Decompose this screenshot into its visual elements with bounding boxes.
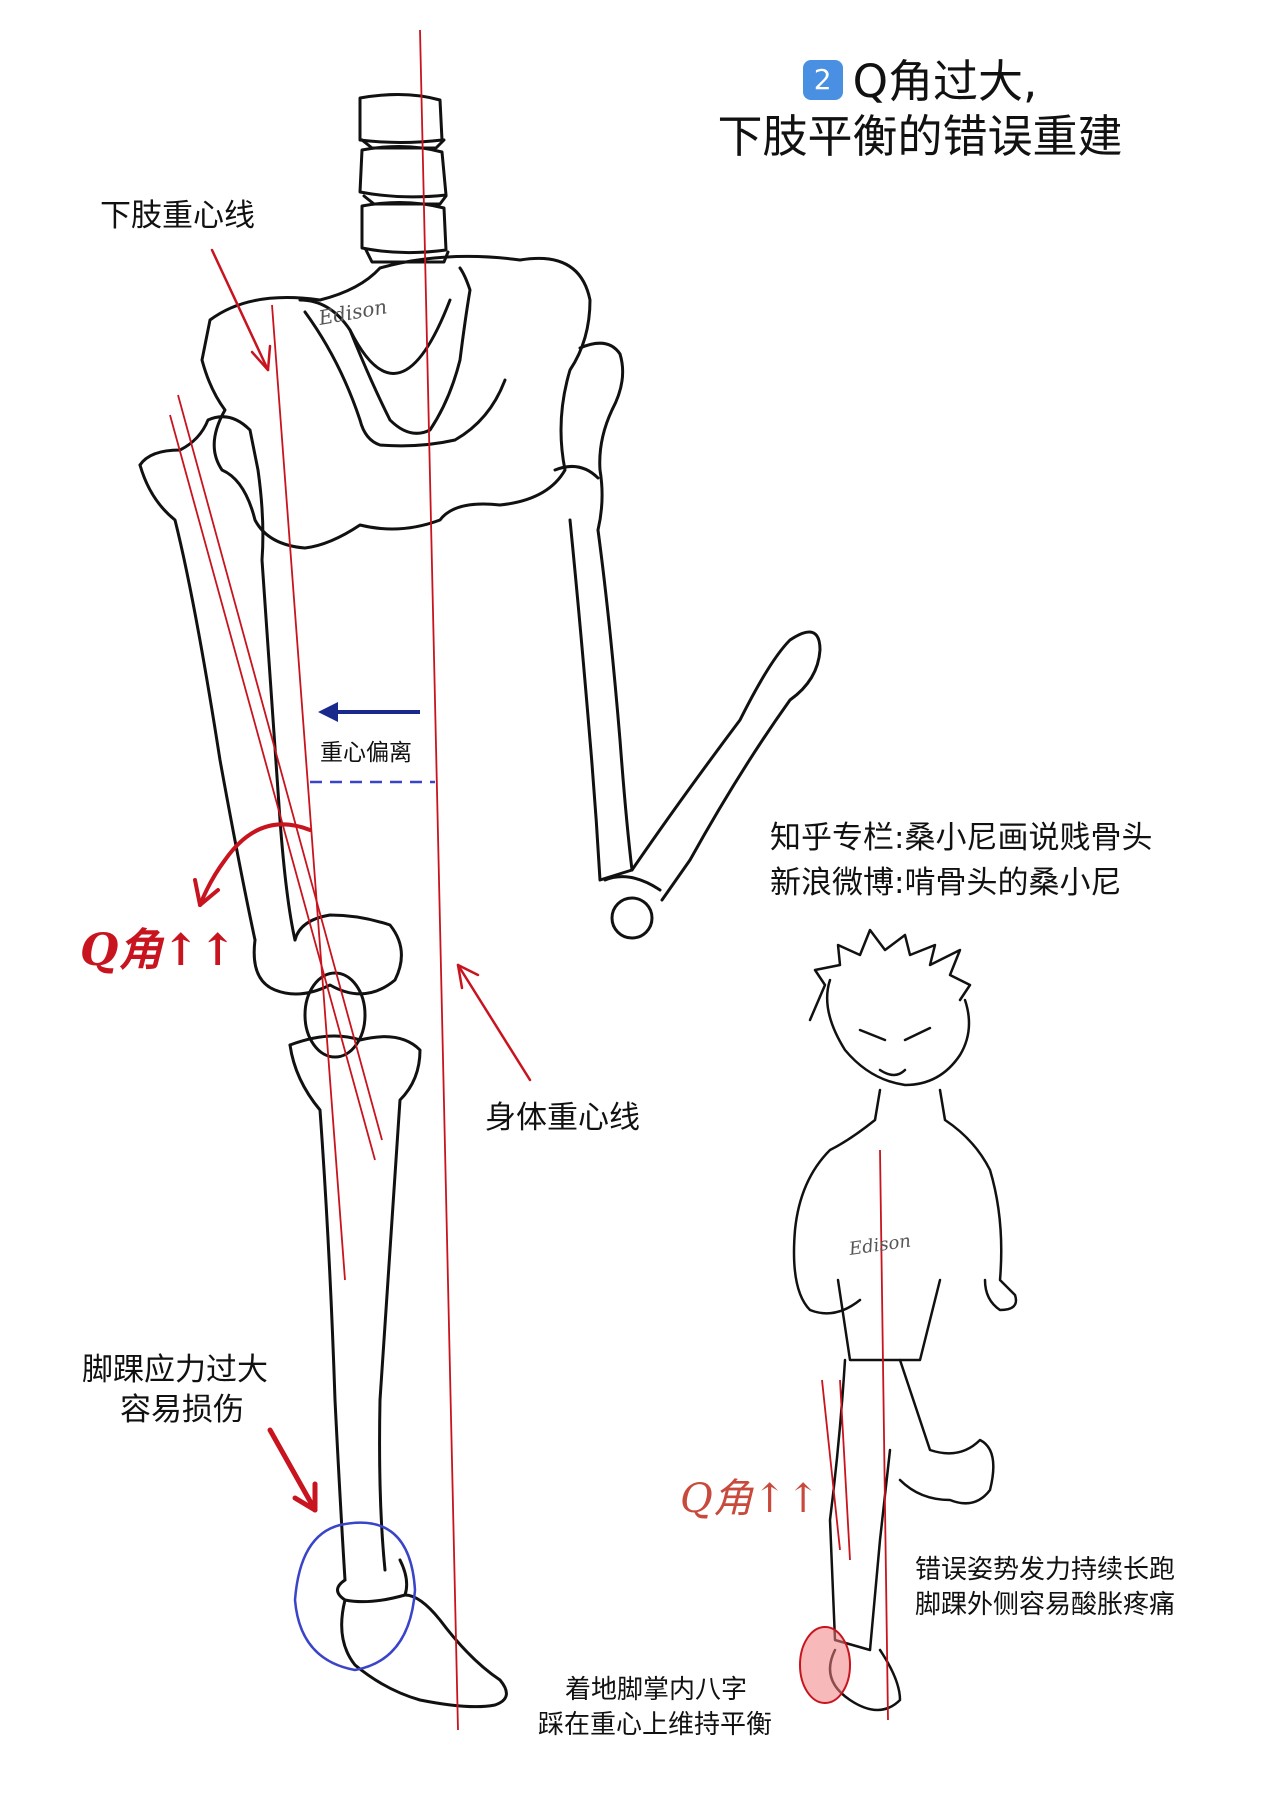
weibo-credit: 新浪微博:啃骨头的桑小尼 bbox=[770, 865, 1122, 901]
running-label-1: 错误姿势发力持续长跑 bbox=[915, 1555, 1176, 1585]
tibia bbox=[288, 1034, 422, 1604]
runner-gravity-line bbox=[879, 1149, 889, 1721]
femur-axis-line bbox=[169, 414, 376, 1161]
gravity-offset-arrow bbox=[310, 702, 435, 784]
runner-figure bbox=[792, 928, 1018, 1712]
q-angle-label: Q角↑↑ bbox=[80, 925, 237, 976]
shirt-signature: Edison bbox=[847, 1231, 912, 1261]
body-gravity-line bbox=[419, 29, 459, 1731]
spine-vertebrae bbox=[358, 92, 450, 264]
body-line-arrow bbox=[456, 963, 532, 1082]
title-line-2: 下肢平衡的错误重建 bbox=[717, 110, 1123, 163]
pelvis bbox=[200, 254, 592, 550]
foot bbox=[340, 1593, 508, 1709]
foot-label-1: 着地脚掌内八字 bbox=[565, 1675, 748, 1705]
runner-leg-line bbox=[821, 1379, 841, 1551]
running-label-2: 脚踝外侧容易酸胀疼痛 bbox=[915, 1590, 1176, 1620]
femur-axis-line-2 bbox=[177, 394, 383, 1141]
gravity-offset-label: 重心偏离 bbox=[320, 740, 412, 766]
gravity-line-arrow bbox=[210, 248, 270, 372]
ankle-arrow bbox=[267, 1427, 318, 1513]
zhihu-credit: 知乎专栏:桑小尼画说贱骨头 bbox=[770, 820, 1153, 856]
ankle-circle bbox=[293, 1521, 417, 1672]
lower-limb-gravity-line-label: 下肢重心线 bbox=[100, 198, 255, 234]
foot-label-2: 踩在重心上维持平衡 bbox=[538, 1710, 773, 1740]
body-gravity-line-label: 身体重心线 bbox=[485, 1100, 640, 1136]
runner-q-angle-label: Q角↑↑ bbox=[680, 1476, 820, 1522]
runner-ankle-highlight bbox=[799, 1626, 851, 1704]
lower-limb-gravity-line bbox=[271, 304, 346, 1281]
ankle-stress-label-2: 容易损伤 bbox=[120, 1392, 244, 1428]
step-badge: 2 bbox=[802, 60, 843, 100]
ankle-stress-label-1: 脚踝应力过大 bbox=[82, 1352, 268, 1388]
q-angle-arrow bbox=[198, 822, 312, 907]
bent-leg-femur bbox=[553, 341, 822, 940]
title-line-1: Q角过大, bbox=[852, 55, 1038, 108]
